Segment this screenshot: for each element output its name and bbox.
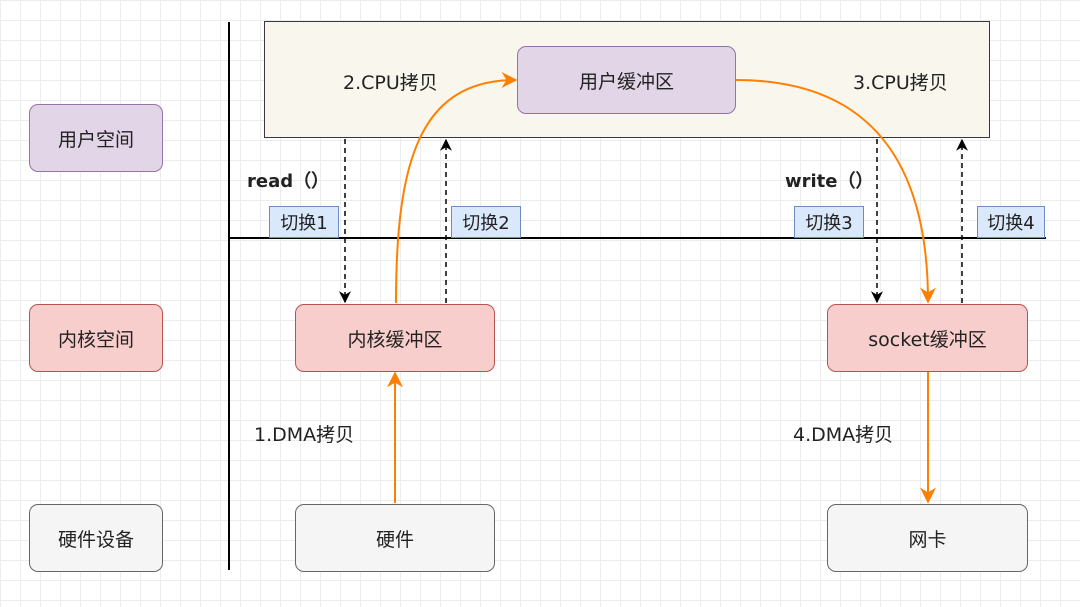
cpu-copy-2-label: 2.CPU拷贝 [343, 72, 438, 94]
switch-1-tag: 切换1 [269, 206, 339, 238]
user-space-label: 用户空间 [29, 104, 163, 172]
hardware-device-label: 硬件设备 [29, 504, 163, 572]
nic-box: 网卡 [827, 504, 1028, 572]
cpu-copy2-arrow [395, 72, 518, 304]
write-call-label: write（） [785, 171, 874, 192]
read-call-label: read（） [247, 171, 330, 192]
kernel-space-label: 内核空间 [29, 304, 163, 372]
dma-copy-1-label: 1.DMA拷贝 [254, 424, 355, 446]
cpu-copy3-arrow [735, 79, 936, 304]
kernel-buffer-box: 内核缓冲区 [295, 304, 495, 372]
dma-copy-4-label: 4.DMA拷贝 [793, 424, 894, 446]
switch-2-tag: 切换2 [451, 206, 521, 238]
cpu-copy-3-label: 3.CPU拷贝 [853, 72, 948, 94]
switch-4-tag: 切换4 [977, 206, 1045, 238]
user-buffer-box: 用户缓冲区 [517, 46, 736, 114]
switch-3-tag: 切换3 [794, 206, 864, 238]
hardware-box: 硬件 [295, 504, 495, 572]
socket-buffer-box: socket缓冲区 [827, 304, 1028, 372]
